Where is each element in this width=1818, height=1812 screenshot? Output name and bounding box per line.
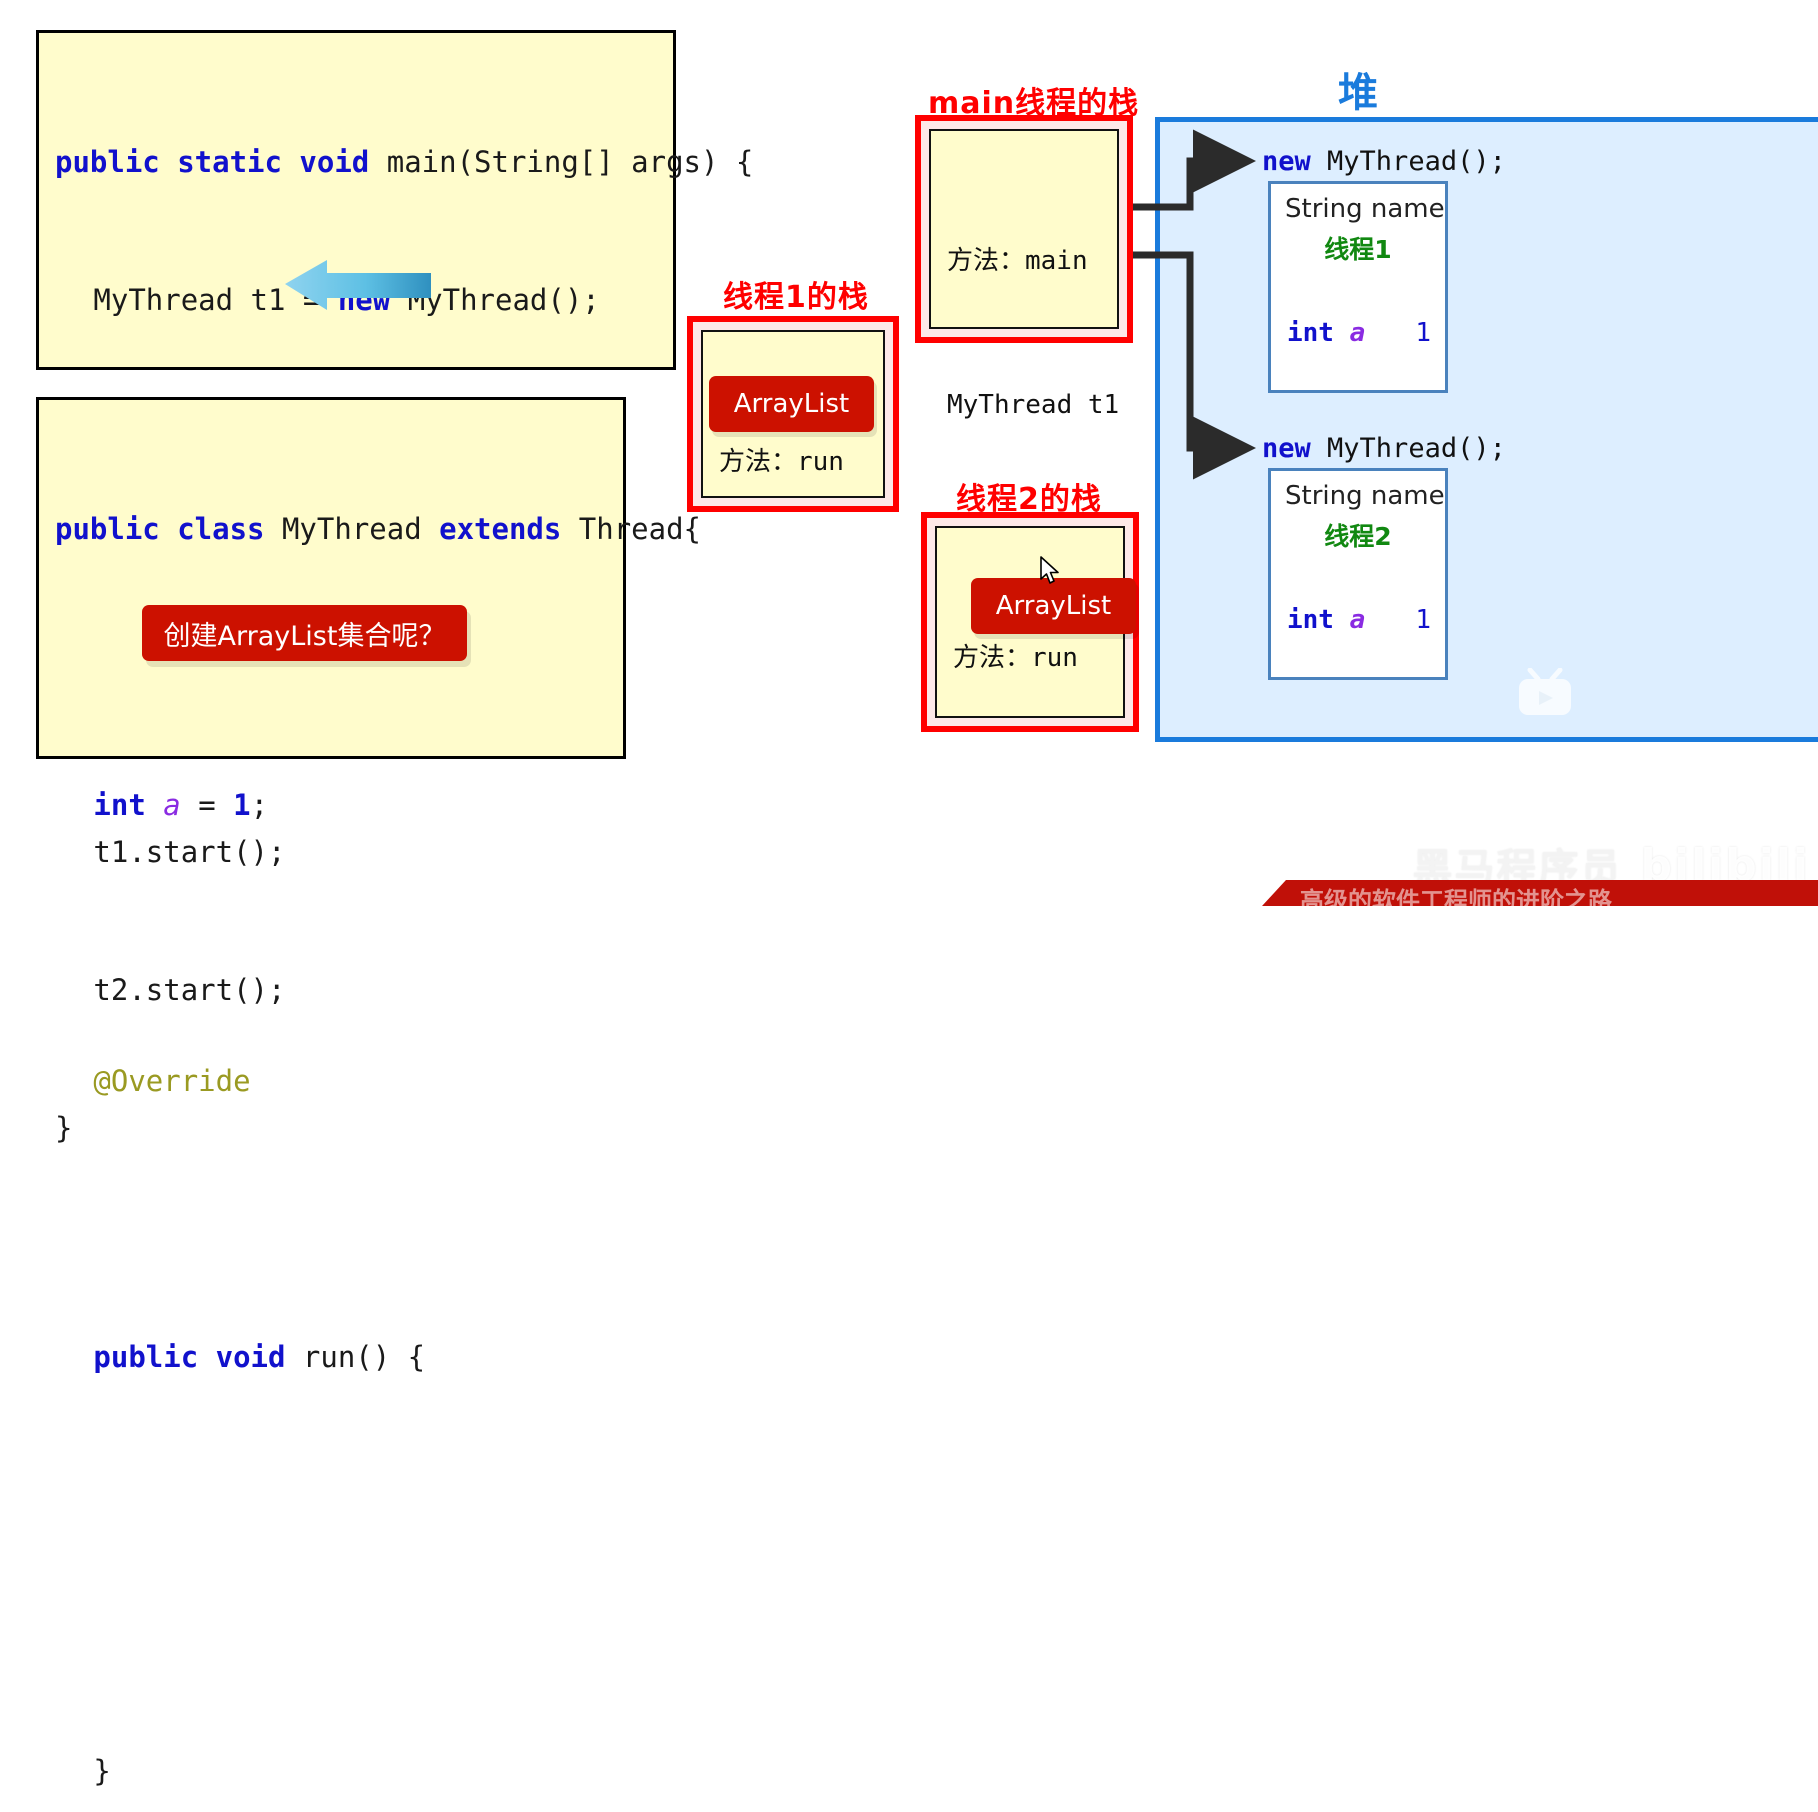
stack-entry-method: 方法：main (947, 246, 1088, 276)
code-line: } (93, 1754, 111, 1788)
heap-object-2-field-int: int a 1 (1271, 553, 1445, 635)
code-line: t1.start(); (93, 835, 286, 869)
heap-object-2-field-name: String name (1285, 481, 1445, 511)
heap-object-1: String name 线程1 int a 1 (1268, 181, 1448, 393)
heap-object-1-field-value: 线程1 (1324, 235, 1392, 264)
bottom-banner-text: 高级的软件工程师的进阶之路 (1300, 887, 1612, 907)
heap-object-1-title: new MyThread(); (1262, 146, 1506, 177)
int-keyword: int (1287, 318, 1334, 348)
keyword-new: new (1262, 146, 1311, 177)
int-field-value: 1 (1415, 318, 1432, 348)
code-line: public void run() { (93, 1340, 426, 1374)
diagram-canvas: public static void main(String[] args) {… (36, 30, 1818, 1788)
code-block-main-method: public static void main(String[] args) {… (36, 30, 754, 1145)
code-line-blank (55, 1196, 623, 1242)
thread1-arraylist-chip: ArrayList (709, 376, 874, 432)
label-thread2-stack: 线程2的栈 (956, 482, 1102, 517)
label-thread1-stack: 线程1的栈 (723, 280, 869, 315)
blue-pointer-arrow-icon (285, 260, 431, 310)
code-line-blank (55, 920, 623, 966)
thread2-arraylist-chip: ArrayList (971, 578, 1136, 634)
main-thread-stack-frame: 方法：main MyThread t1 MyThread t2 (915, 115, 1133, 564)
heap-object-1-field-name: String name (1285, 194, 1445, 224)
heap-region (1155, 117, 1818, 742)
code-block-mythread-class: public class MyThread extends Thread{ in… (36, 397, 702, 1788)
code-line-blank (55, 1610, 623, 1656)
code-line: int a = 1; (93, 788, 269, 822)
annotation-create-arraylist: 创建ArrayList集合呢？ (142, 605, 467, 661)
code-line: } (55, 1111, 73, 1145)
int-field-name: a (1349, 318, 1366, 348)
heap-object-1-ctor: MyThread(); (1310, 146, 1506, 177)
heap-object-2-field-value: 线程2 (1324, 522, 1392, 551)
mouse-cursor-icon (1040, 556, 1059, 584)
code-line: public static void main(String[] args) { (55, 145, 754, 179)
int-field-value: 1 (1415, 605, 1432, 635)
heap-object-2: String name 线程2 int a 1 (1268, 468, 1448, 680)
stack-entry-method: 方法：run (719, 447, 844, 477)
heap-object-2-ctor: MyThread(); (1310, 433, 1506, 464)
code-line: public class MyThread extends Thread{ (55, 512, 702, 546)
code-line: MyThread t1 = new MyThread(); (93, 283, 600, 317)
keyword-new: new (1262, 433, 1311, 464)
int-field-name: a (1349, 605, 1366, 635)
bottom-red-banner (1262, 880, 1818, 906)
code-line: t2.start(); (93, 973, 286, 1007)
main-stack-content: 方法：main MyThread t1 MyThread t2 (929, 129, 1119, 564)
heap-object-2-title: new MyThread(); (1262, 433, 1506, 464)
stack-entry-method: 方法：run (953, 643, 1078, 673)
int-keyword: int (1287, 605, 1334, 635)
label-heap: 堆 (1338, 70, 1378, 116)
bilibili-logo-icon (1519, 668, 1571, 715)
heap-object-1-field-int: int a 1 (1271, 266, 1445, 348)
code-line-blank (55, 1472, 623, 1518)
code-line: @Override (93, 1064, 251, 1098)
stack-entry-t1: MyThread t1 (947, 390, 1120, 420)
